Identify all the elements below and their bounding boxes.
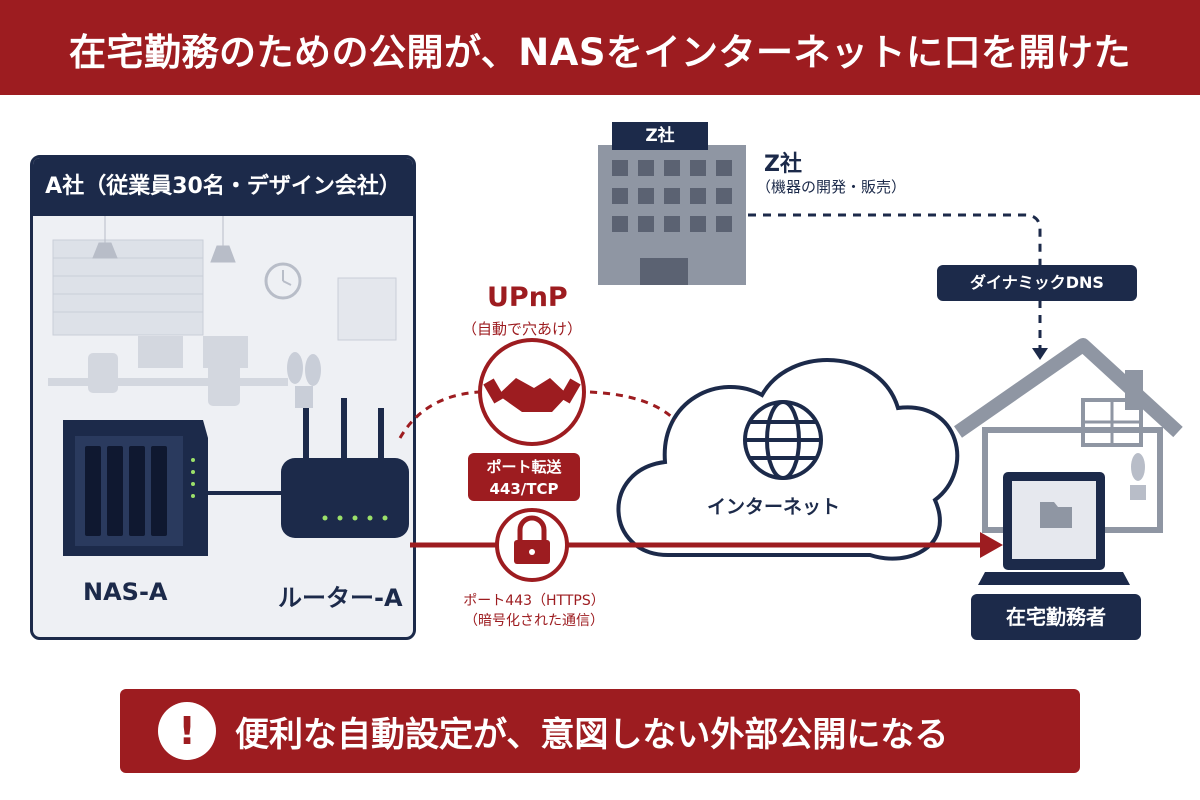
router-a-label: ルーター-A (278, 584, 403, 612)
port-https-line2: （暗号化された通信） (464, 613, 604, 629)
internet-label: インターネット (707, 496, 841, 518)
port-forward-line1: ポート転送 (486, 458, 562, 476)
port-https-label: ポート443（HTTPS） （暗号化された通信） (455, 590, 613, 630)
port-https-line1: ポート443（HTTPS） (463, 593, 605, 609)
dynamic-dns-tag: ダイナミックDNS (937, 265, 1137, 301)
exclamation-icon: ! (158, 702, 216, 760)
lock-icon (495, 508, 569, 582)
remote-worker-tag: 在宅勤務者 (971, 594, 1141, 640)
globe-icon (743, 400, 823, 480)
desk-icon (48, 336, 288, 406)
company-a-panel: A社（従業員30名・デザイン会社） (30, 155, 416, 640)
dns-dashed-line (748, 213, 1042, 265)
title-bar: 在宅勤務のための公開が、NASをインターネットに口を開けた (0, 0, 1200, 95)
router-icon (281, 398, 409, 538)
office-illustration (48, 216, 409, 556)
z-building-sign: Z社 (645, 126, 675, 146)
page-title: 在宅勤務のための公開が、NASをインターネットに口を開けた (68, 31, 1131, 74)
upnp-dashed-right (589, 390, 677, 422)
nas-a-label: NAS-A (83, 578, 168, 606)
wall-board-icon (337, 277, 397, 341)
nas-device-icon (63, 420, 208, 556)
warning-text: 便利な自動設定が、意図しない外部公開になる (235, 715, 949, 755)
upnp-subtitle: （自動で穴あけ） (462, 320, 583, 338)
dns-arrowhead (1032, 348, 1048, 360)
internet-cloud-icon (616, 358, 960, 561)
https-arrowhead (980, 532, 1003, 558)
pendant-lamp-icon (92, 216, 236, 263)
clock-icon (264, 262, 302, 300)
port-forward-tag: ポート転送 443/TCP (468, 453, 580, 501)
window-blinds-icon (52, 239, 204, 336)
warning-banner: ! 便利な自動設定が、意図しない外部公開になる (120, 689, 1080, 773)
company-a-header: A社（従業員30名・デザイン会社） (33, 158, 413, 216)
handshake-icon (478, 338, 586, 446)
laptop-icon (978, 472, 1130, 585)
z-company-name: Z社 (764, 152, 802, 177)
z-company-desc: （機器の開発・販売） (756, 178, 907, 196)
plant-icon (287, 352, 321, 408)
upnp-title: UPnP (487, 282, 568, 313)
house-icon (954, 338, 1183, 533)
port-forward-line2: 443/TCP (489, 480, 559, 498)
